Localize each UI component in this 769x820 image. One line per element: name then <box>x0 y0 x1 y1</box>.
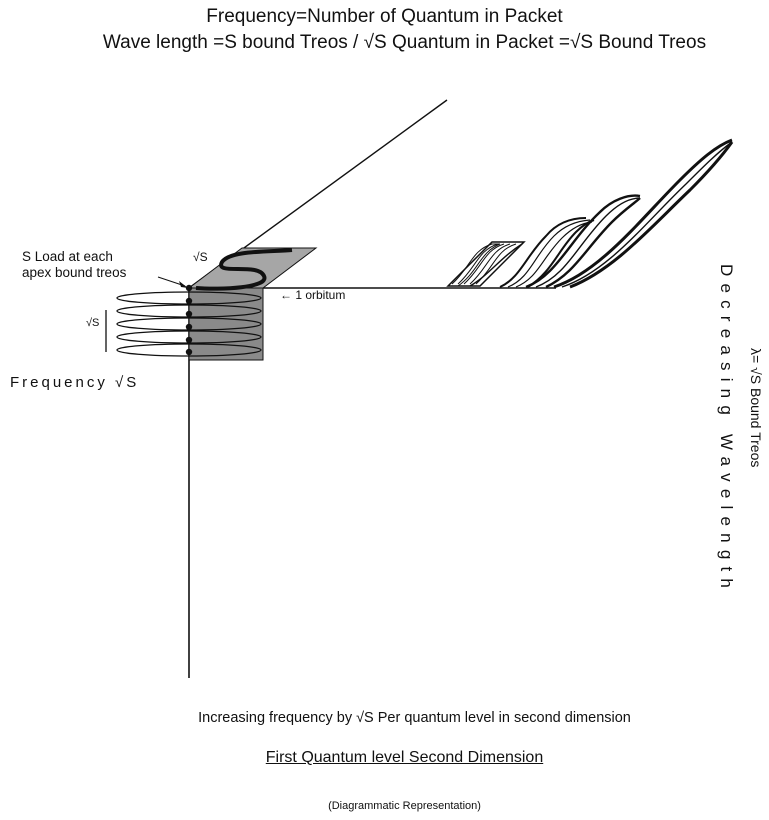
apex-dot <box>185 348 193 356</box>
frequency-label: Frequency √S <box>10 374 140 391</box>
apex-dot <box>185 284 193 292</box>
orbit-ellipse-5 <box>116 343 262 357</box>
header-wavelength-line: Wave length =S bound Treos / √S Quantum … <box>102 32 707 53</box>
s-load-label: S Load at each apex bound treos <box>22 249 126 281</box>
diagrammatic-representation-caption: (Diagrammatic Representation) <box>328 800 481 812</box>
wave-packet-3 <box>525 194 641 289</box>
s-load-label-line1: S Load at each <box>22 249 113 264</box>
apex-dot <box>185 310 193 318</box>
first-dimension-square <box>188 287 264 361</box>
apex-dots <box>185 284 193 356</box>
apex-dot <box>185 323 193 331</box>
root-s-left-label: √S <box>86 317 100 329</box>
apex-dot <box>185 297 193 305</box>
increasing-frequency-caption: Increasing frequency by √S Per quantum l… <box>198 710 631 726</box>
wave-packets <box>446 138 734 289</box>
s-load-arrowhead <box>179 281 188 288</box>
wave-packet-1 <box>446 241 526 287</box>
root-s-top-label: √S <box>193 250 208 264</box>
s-load-label-line2: apex bound treos <box>22 265 127 280</box>
lambda-label: λ= √S Bound Treos <box>748 348 764 468</box>
first-quantum-level-caption: First Quantum level Second Dimension <box>265 749 544 766</box>
orbitum-label: ← 1 orbitum <box>280 288 346 302</box>
decreasing-wavelength-label: Decreasing Wavelength <box>717 264 736 596</box>
header-frequency-line: Frequency=Number of Quantum in Packet <box>206 6 563 27</box>
plane-wave-curve <box>195 248 293 291</box>
apex-dot <box>185 336 193 344</box>
wave-packet-4 <box>553 138 734 289</box>
